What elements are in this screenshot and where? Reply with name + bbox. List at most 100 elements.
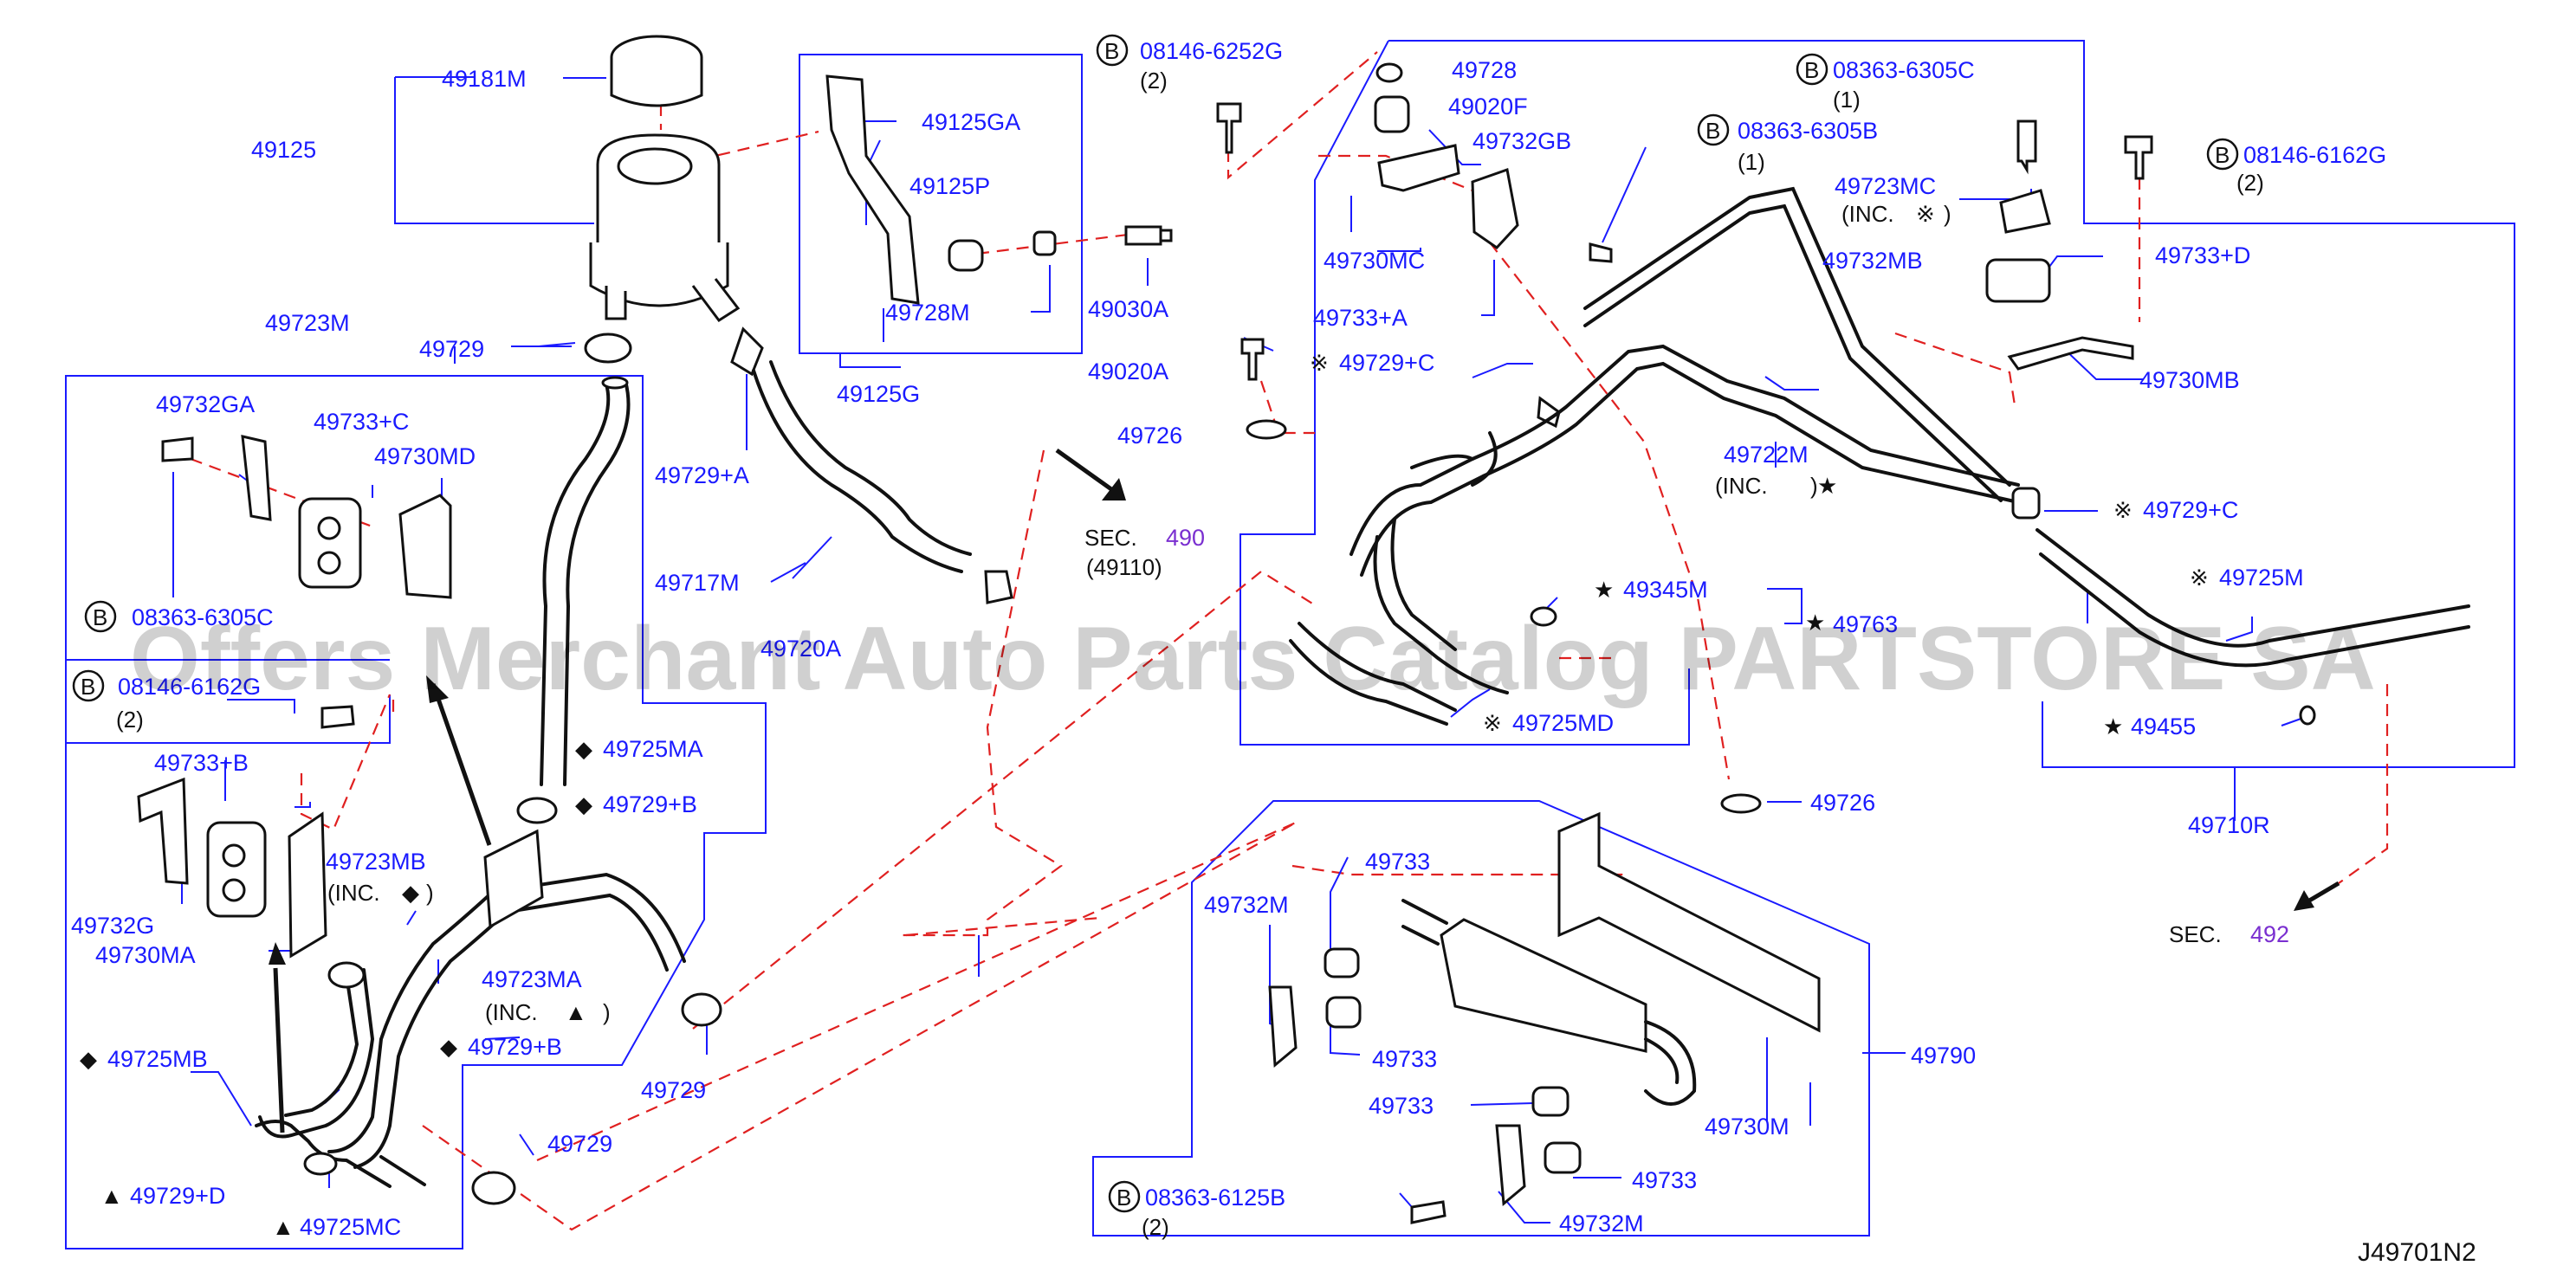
bracket-49730MC	[1377, 144, 1460, 192]
clamp-49729C-1	[1537, 396, 1561, 429]
collar-49733-2	[1325, 996, 1362, 1029]
washer-49728	[1375, 62, 1403, 83]
svg-text:B: B	[1104, 38, 1119, 64]
label-49725MA: 49725MA	[603, 736, 703, 762]
label-49729B-2: 49729+B	[468, 1034, 562, 1060]
bolt-49030A	[1124, 225, 1173, 246]
svg-text:): )	[1944, 201, 1951, 227]
svg-text:B: B	[1116, 1185, 1131, 1211]
svg-text:◆: ◆	[575, 736, 592, 762]
bolt-left-c	[161, 436, 194, 462]
bracket-49732M-2	[1495, 1124, 1526, 1206]
label-sec492: SEC.	[2169, 921, 2222, 947]
label-08363-6305C-left: 08363-6305C	[132, 604, 274, 630]
label-49030A: 49030A	[1088, 296, 1168, 322]
label-49732GB: 49732GB	[1472, 128, 1571, 154]
label-49020A: 49020A	[1088, 358, 1168, 384]
label-49729C-1: 49729+C	[1339, 350, 1434, 376]
label-49733-2: 49733	[1372, 1046, 1437, 1072]
label-sec492-number: 492	[2250, 921, 2289, 947]
svg-text:★: ★	[1594, 577, 1614, 603]
label-49732GA: 49732GA	[156, 391, 255, 417]
label-49020F: 49020F	[1448, 94, 1528, 119]
label-49722M: 49722M	[1724, 442, 1809, 468]
svg-text:): )	[1810, 473, 1818, 499]
bracket-49730M	[1557, 811, 1821, 1033]
clamp-49729D	[303, 1152, 338, 1176]
bracket-49732M-1	[1268, 985, 1298, 1069]
label-49726-1: 49726	[1117, 423, 1182, 449]
label-49730MB: 49730MB	[2139, 367, 2240, 393]
svg-text:(2): (2)	[1142, 1214, 1169, 1240]
label-49729D: 49729+D	[130, 1183, 225, 1209]
pipe-run-middle	[1373, 535, 1509, 694]
label-49725MD: 49725MD	[1512, 710, 1614, 736]
hose-49725MB	[255, 1120, 392, 1188]
svg-text:(2): (2)	[116, 707, 144, 733]
washer-49726-2	[1720, 793, 1762, 814]
svg-text:★: ★	[2103, 714, 2123, 739]
svg-text:B: B	[1705, 118, 1720, 144]
svg-text:※: ※	[1916, 201, 1935, 227]
label-sec490-number: 490	[1166, 525, 1205, 551]
label-sec490: SEC.	[1084, 525, 1137, 551]
hose-49725MC	[379, 1155, 426, 1186]
svg-text:▲: ▲	[100, 1183, 123, 1209]
label-49730MD: 49730MD	[374, 443, 476, 469]
label-49733A: 49733+A	[1313, 305, 1408, 331]
label-49717M: 49717M	[655, 570, 740, 596]
svg-text:◆: ◆	[440, 1034, 457, 1060]
label-49763: 49763	[1833, 611, 1898, 637]
label-08363-6305B: 08363-6305B	[1738, 118, 1878, 144]
svg-text:★: ★	[1817, 473, 1837, 499]
clamp-49729-mid	[681, 992, 722, 1027]
clamp-49729-top	[584, 333, 632, 364]
label-49729A: 49729+A	[655, 462, 749, 488]
clamp-49729C-2	[2011, 487, 2041, 520]
svg-text:▲: ▲	[565, 999, 587, 1025]
svg-text:(INC.: (INC.	[1715, 473, 1768, 499]
label-49181M: 49181M	[442, 66, 527, 92]
hose-49725MD	[1298, 622, 1457, 712]
svg-text:※: ※	[1310, 350, 1329, 376]
svg-text:): )	[603, 999, 611, 1025]
hose-49723M	[540, 383, 611, 786]
label-49729C-2: 49729+C	[2143, 497, 2238, 523]
svg-text:★: ★	[1805, 610, 1825, 636]
label-49720A: 49720A	[761, 636, 841, 662]
clamp-49729B-2	[327, 961, 366, 989]
bracket-49723MB	[483, 829, 544, 929]
svg-text:◆: ◆	[80, 1046, 97, 1072]
clamp-49729B-1	[516, 797, 558, 824]
svg-text:※: ※	[2113, 497, 2133, 523]
svg-text:(INC.: (INC.	[1841, 201, 1894, 227]
grommet-49020F	[1374, 95, 1410, 133]
pipe-49723MA	[258, 968, 375, 1139]
arrow-sec490	[1055, 448, 1119, 496]
label-49732M-1: 49732M	[1204, 892, 1289, 918]
bracket-49732MB	[1999, 189, 2051, 234]
grommet	[948, 239, 984, 272]
svg-text:B: B	[81, 674, 95, 700]
watermark-text: Offers Merchant Auto Parts Catalog PARTS…	[130, 609, 2376, 709]
bolt-08146-6162G-right	[2124, 135, 2153, 180]
hose-49722M	[1349, 344, 2020, 556]
label-08146-6162G-left: 08146-6162G	[118, 674, 261, 700]
label-08146-6252G: 08146-6252G	[1140, 38, 1283, 64]
label-49733-1: 49733	[1365, 849, 1430, 875]
bracket-49732G	[137, 777, 189, 885]
connection-lines	[190, 51, 2389, 1231]
label-49723MC: 49723MC	[1835, 173, 1936, 199]
bracket-49732GA	[241, 435, 272, 521]
label-49732MB: 49732MB	[1822, 248, 1923, 274]
label-49733D: 49733+D	[2155, 242, 2250, 268]
plate-49730MB	[2007, 336, 2134, 371]
label-49790: 49790	[1911, 1043, 1976, 1069]
svg-text:◆: ◆	[575, 791, 592, 817]
svg-text:(1): (1)	[1833, 87, 1861, 113]
washer-49726-1	[1246, 419, 1287, 440]
label-49730MA: 49730MA	[95, 942, 196, 968]
label-49732M-2: 49732M	[1559, 1211, 1644, 1237]
label-49733B: 49733+B	[154, 750, 249, 776]
